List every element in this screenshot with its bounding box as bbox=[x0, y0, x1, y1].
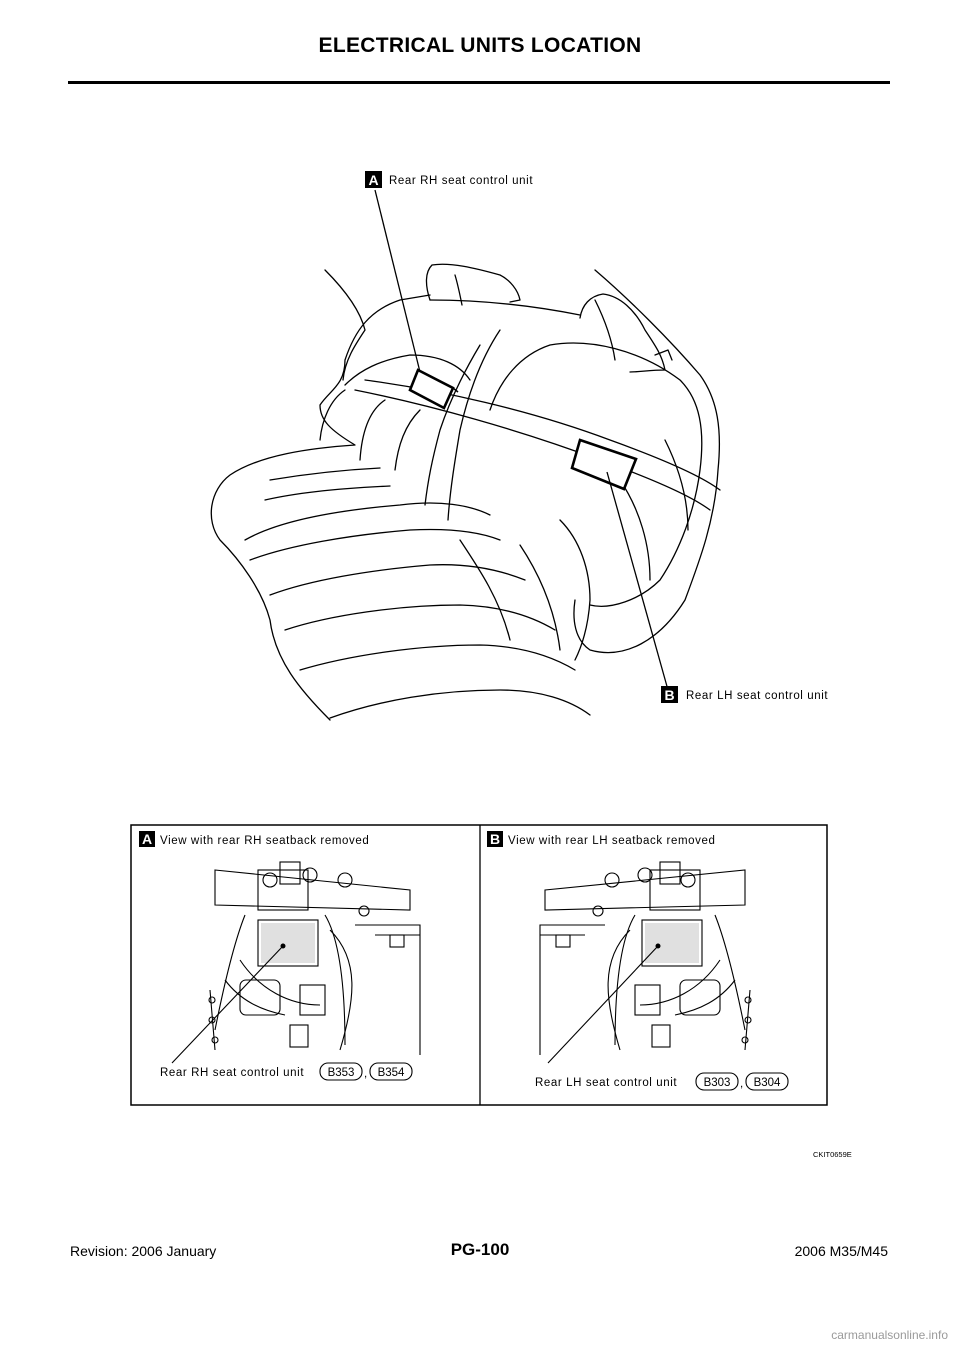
figure-code: CKIT0659E bbox=[813, 1150, 852, 1159]
callout-b-letter: B bbox=[664, 687, 674, 703]
callout-b-label: Rear LH seat control unit bbox=[686, 690, 828, 702]
connector-b354 bbox=[369, 1062, 413, 1081]
connector-b304 bbox=[745, 1072, 789, 1091]
left-panel-badge bbox=[139, 831, 155, 847]
left-panel-separator: , bbox=[364, 1068, 367, 1080]
watermark: carmanualsonline.info bbox=[831, 1328, 948, 1342]
right-panel-caption: View with rear LH seatback removed bbox=[508, 835, 715, 847]
connector-b303-label: B303 bbox=[704, 1077, 731, 1089]
footer-model: 2006 M35/M45 bbox=[794, 1243, 888, 1259]
right-panel-badge bbox=[487, 831, 503, 847]
left-panel-letter: A bbox=[142, 831, 152, 847]
connector-b303 bbox=[695, 1072, 739, 1091]
callout-a-badge bbox=[365, 171, 382, 188]
callout-a-letter: A bbox=[368, 172, 378, 188]
right-panel-drawing bbox=[539, 861, 752, 1055]
left-panel-caption: View with rear RH seatback removed bbox=[160, 835, 369, 847]
footer-page-number: PG-100 bbox=[450, 1240, 510, 1259]
left-panel-unit-label: Rear RH seat control unit bbox=[160, 1067, 304, 1079]
right-panel-separator: , bbox=[740, 1078, 743, 1090]
page-title: ELECTRICAL UNITS LOCATION bbox=[318, 34, 642, 57]
title-divider bbox=[68, 81, 890, 84]
connector-b353 bbox=[319, 1062, 363, 1081]
detail-views-figure: A View with rear RH seatback removed Rea… bbox=[130, 824, 828, 1106]
rear-seat-illustration: A Rear RH seat control unit B Rear LH se… bbox=[210, 171, 828, 721]
right-panel-letter: B bbox=[490, 831, 500, 847]
detail-frame bbox=[130, 824, 828, 1106]
connector-b354-label: B354 bbox=[378, 1067, 405, 1079]
callout-b-badge bbox=[661, 686, 678, 703]
right-panel-unit-label: Rear LH seat control unit bbox=[535, 1077, 677, 1089]
connector-b353-label: B353 bbox=[328, 1067, 355, 1079]
callout-a-label: Rear RH seat control unit bbox=[389, 175, 533, 187]
connector-b304-label: B304 bbox=[754, 1077, 781, 1089]
footer-revision: Revision: 2006 January bbox=[70, 1243, 217, 1259]
